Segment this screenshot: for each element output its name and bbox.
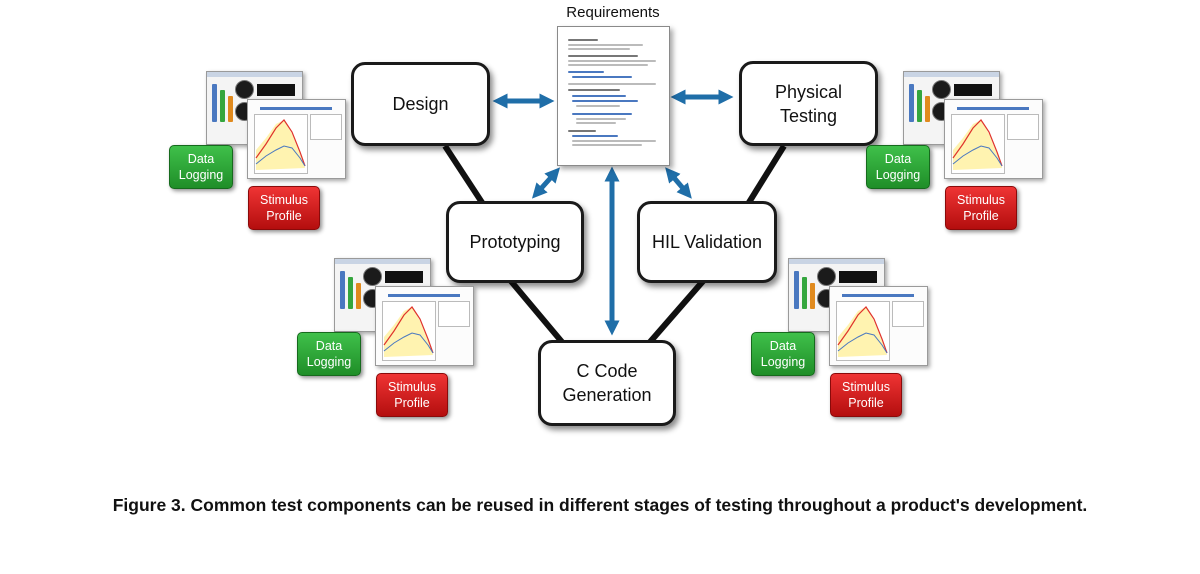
stage-physical-testing-line1: Physical [774,81,843,102]
profile-chart-window [247,99,346,179]
stage-c-code-line1: C Code [576,361,638,381]
stage-design: Design [351,62,490,146]
stage-prototyping: Prototyping [446,201,584,283]
test-components-diagram: Requirements Design Physical Testing Pro… [169,4,1046,433]
connector-layer [442,89,787,344]
figure-caption: Figure 3. Common test components can be … [112,495,1088,515]
stage-physical-testing-line2: Testing [779,105,838,126]
stage-design-label: Design [392,94,449,114]
connector-physical-hil [745,144,787,206]
stage-hil-validation-label: HIL Validation [651,232,763,252]
stage-c-code-generation: C Code Generation [538,340,676,426]
stage-hil-validation: HIL Validation [637,201,777,283]
arrow-requirements-hil [665,167,692,199]
stage-prototyping-label: Prototyping [469,232,561,252]
requirements-document [557,26,670,166]
connector-hil-ccode [647,278,707,344]
connector-design-prototyping [442,144,486,206]
connector-prototyping-ccode [507,278,565,344]
requirements-title: Requirements [566,4,660,21]
profile-chart-window [944,99,1043,179]
stage-c-code-line2: Generation [562,385,652,405]
profile-chart-window [375,286,474,366]
profile-chart-window [829,286,928,366]
stage-physical-testing: Physical Testing [739,61,878,146]
arrow-requirements-prototyping [531,167,561,199]
